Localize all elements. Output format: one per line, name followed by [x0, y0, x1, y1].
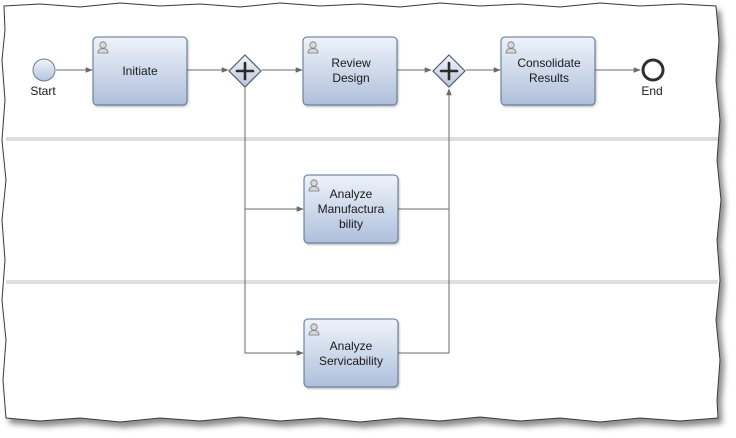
user-icon	[505, 41, 517, 54]
user-icon	[308, 323, 320, 336]
start-event[interactable]: Start	[30, 58, 56, 98]
end-event[interactable]: End	[641, 58, 665, 98]
task-analyze-servicability[interactable]: Analyze Servicability	[303, 318, 399, 388]
task-consolidate-results-label-line-2: Results	[529, 71, 569, 85]
lane-divider	[6, 137, 718, 141]
task-review-design-label-line-1: Review	[331, 56, 371, 70]
task-analyze-manufacturability-label-line-2: Manufactura	[318, 202, 385, 216]
task-initiate[interactable]: Initiate	[92, 36, 188, 106]
task-analyze-manufacturability-label-line-3: bility	[339, 217, 363, 231]
plus-icon	[235, 61, 255, 81]
end-event-label: End	[641, 84, 662, 98]
lane-divider	[6, 280, 718, 284]
plus-icon	[439, 61, 459, 81]
task-analyze-manufacturability-label-line-1: Analyze	[330, 187, 373, 201]
start-event-label: Start	[30, 84, 56, 98]
user-icon	[308, 179, 320, 192]
task-analyze-manufacturability[interactable]: Analyze Manufactura bility	[303, 174, 399, 244]
task-consolidate-results-label-line-1: Consolidate	[517, 56, 581, 70]
flow-servicability-to-join[interactable]	[398, 209, 450, 354]
parallel-split-gateway[interactable]	[228, 54, 262, 88]
task-review-design[interactable]: Review Design	[302, 36, 398, 106]
sequence-flows	[56, 67, 641, 356]
user-icon	[97, 41, 109, 54]
user-icon	[307, 41, 319, 54]
task-initiate-label: Initiate	[122, 64, 158, 78]
task-analyze-servicability-label-line-2: Servicability	[319, 354, 383, 368]
task-consolidate-results[interactable]: Consolidate Results	[500, 36, 596, 106]
parallel-join-gateway[interactable]	[432, 54, 466, 88]
task-analyze-servicability-label-line-1: Analyze	[330, 339, 373, 353]
task-review-design-label-line-2: Design	[332, 71, 369, 85]
flow-split-to-servicability[interactable]	[244, 209, 304, 356]
